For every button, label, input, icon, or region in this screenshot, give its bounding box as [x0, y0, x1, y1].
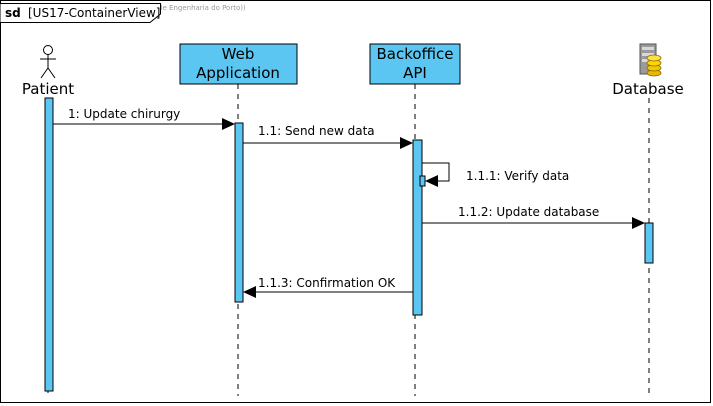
participant-backoffice-api: [369, 43, 461, 85]
message-4-arrowhead: [632, 217, 645, 229]
participant-backoffice-api-line1: Backoffice: [376, 45, 453, 63]
participant-patient-label: Patient: [22, 80, 74, 98]
message-3-label: 1.1.1: Verify data: [466, 169, 569, 183]
participant-web-application: [179, 43, 298, 85]
participant-web-application-line1: Web: [222, 45, 255, 63]
message-2: 1.1: Send new data: [243, 124, 413, 149]
message-5-label: 1.1.3: Confirmation OK: [258, 276, 396, 290]
participant-database-label: Database: [612, 80, 684, 98]
frame-name: [US17-ContainerView]: [28, 6, 160, 20]
activation-backoffice-api-nested: [419, 175, 426, 187]
message-2-label: 1.1: Send new data: [258, 124, 375, 138]
message-1: 1: Update chirurgy: [53, 107, 235, 130]
database-icon: [639, 43, 662, 77]
message-4: 1.1.2: Update database: [422, 205, 645, 229]
message-5: 1.1.3: Confirmation OK: [243, 276, 413, 298]
message-3-line: [422, 162, 450, 182]
activation-backoffice-api: [412, 139, 423, 316]
message-5-arrowhead: [243, 286, 256, 298]
message-4-label: 1.1.2: Update database: [458, 205, 599, 219]
participant-web-application-line2: Application: [196, 64, 280, 82]
participant-backoffice-api-line2: API: [403, 64, 427, 82]
message-3: 1.1.1: Verify data: [422, 162, 569, 187]
activation-web-application: [234, 122, 244, 303]
frame-tab: [0, 3, 161, 23]
frame-keyword: sd: [5, 6, 21, 20]
actor-icon: [40, 45, 56, 79]
message-3-arrowhead: [425, 175, 438, 187]
message-1-label: 1: Update chirurgy: [68, 107, 180, 121]
message-2-arrowhead: [400, 137, 413, 149]
message-1-arrowhead: [222, 118, 235, 130]
activation-patient: [44, 97, 54, 392]
activation-database: [644, 222, 654, 264]
